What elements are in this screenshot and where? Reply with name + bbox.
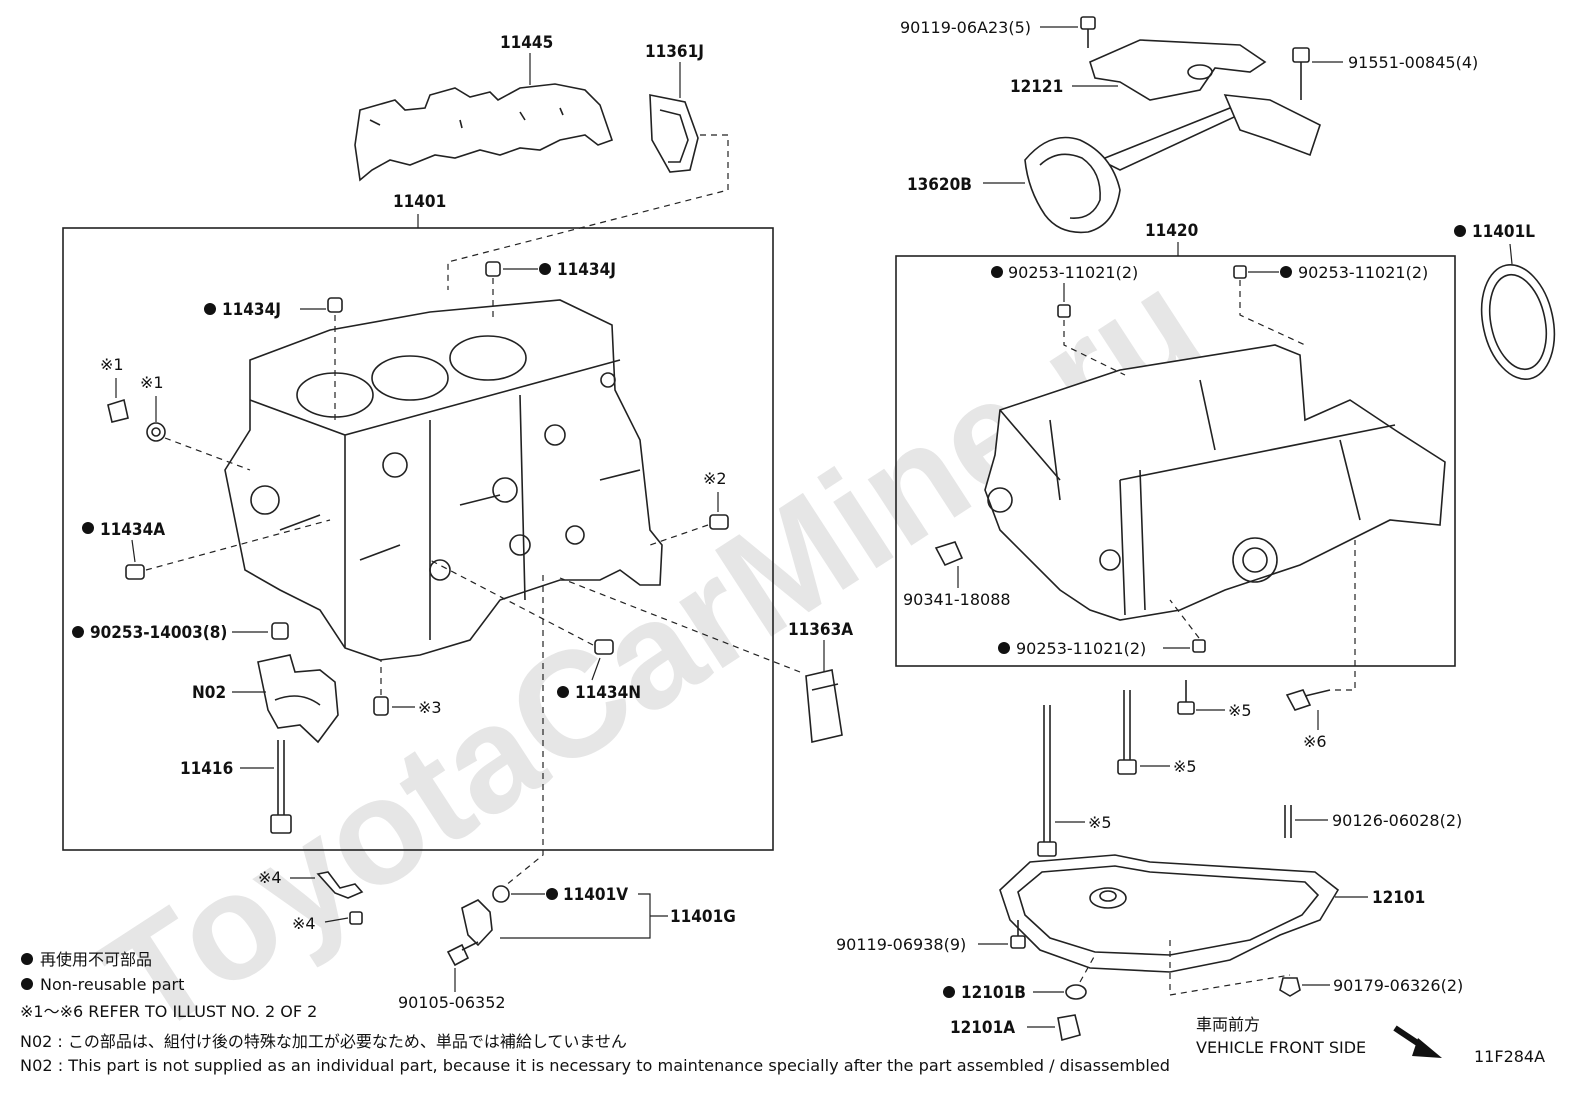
bolt-11416[interactable] xyxy=(270,740,292,834)
front-arrow-icon xyxy=(1393,1025,1442,1058)
label-ref5b: ※5 xyxy=(1173,757,1197,776)
pin-11434J-top[interactable] xyxy=(485,261,501,277)
oil-pan-12101[interactable] xyxy=(999,854,1340,973)
label-11363A: 11363A xyxy=(788,620,853,640)
plug-90341-18088[interactable] xyxy=(934,541,964,567)
bearing-cap-N02[interactable] xyxy=(257,654,339,744)
label-ref1b: ※1 xyxy=(140,373,164,392)
label-90126-06028: 90126-06028(2) xyxy=(1332,811,1462,830)
heat-insulator-11445[interactable] xyxy=(354,83,614,182)
label-11445: 11445 xyxy=(500,33,553,53)
label-ref2: ※2 xyxy=(703,469,727,488)
label-N02: N02 xyxy=(192,683,226,703)
vehicle-front-jp: 車両前方 xyxy=(1196,1015,1260,1034)
nut-90179-06326[interactable] xyxy=(1279,977,1301,997)
label-90105-06352: 90105-06352 xyxy=(398,993,506,1012)
label-ref6: ※6 xyxy=(1303,732,1327,751)
label-ref3: ※3 xyxy=(418,698,442,717)
note-n02-jp: N02 : この部品は、組付け後の特殊な加工が必要なため、単品では補給していませ… xyxy=(20,1032,627,1051)
label-11416: 11416 xyxy=(180,759,233,779)
stiffening-crankcase-group-box xyxy=(895,255,1456,667)
label-12101: 12101 xyxy=(1372,888,1425,908)
drain-plug-12101A[interactable] xyxy=(1057,1014,1081,1042)
label-11420: 11420 xyxy=(1145,221,1198,241)
pin-11434J-left[interactable] xyxy=(327,297,343,313)
label-11401: 11401 xyxy=(393,192,446,212)
legend-jp: 再使用不可部品 xyxy=(40,950,152,969)
label-11434J-left: 11434J xyxy=(222,300,281,320)
label-ref4a: ※4 xyxy=(258,868,282,887)
label-12121: 12121 xyxy=(1010,77,1063,97)
label-90253-11021-b: 90253-11021(2) xyxy=(1298,263,1428,282)
plug-ref1a[interactable] xyxy=(107,398,129,423)
label-11434J-top: 11434J xyxy=(557,260,616,280)
bolt-ref5a[interactable] xyxy=(1177,680,1195,715)
pin-ref3[interactable] xyxy=(373,696,389,716)
pin-90253-11021-c[interactable] xyxy=(1192,639,1206,653)
bolt-ref4b[interactable] xyxy=(349,911,363,925)
label-90179-06326: 90179-06326(2) xyxy=(1333,976,1463,995)
pin-11434A[interactable] xyxy=(125,564,145,580)
bolt-90119-06A23[interactable] xyxy=(1080,16,1096,48)
pin-90253-11021-a[interactable] xyxy=(1057,304,1071,318)
pin-ref2[interactable] xyxy=(709,514,729,530)
diagram-code: 11F284A xyxy=(1474,1047,1545,1066)
stud-90126-06028[interactable] xyxy=(1284,805,1292,838)
label-11361J: 11361J xyxy=(645,42,704,62)
label-90119-06938: 90119-06938(9) xyxy=(836,935,966,954)
label-91551-00845: 91551-00845(4) xyxy=(1348,53,1478,72)
oil-seal-11401L[interactable] xyxy=(1472,258,1565,386)
crankcase-11420[interactable] xyxy=(984,344,1446,621)
bracket-ref4a[interactable] xyxy=(316,871,364,899)
bolt-ref5b[interactable] xyxy=(1117,690,1137,775)
label-11401V: 11401V xyxy=(563,885,628,905)
pin-90253-11021-b[interactable] xyxy=(1233,265,1247,279)
oring-11401V[interactable] xyxy=(492,885,510,903)
legend-en: Non-reusable part xyxy=(40,975,184,994)
bolt-90105-06352[interactable] xyxy=(446,941,479,967)
label-11434A: 11434A xyxy=(100,520,165,540)
label-ref5a: ※5 xyxy=(1228,701,1252,720)
label-11434N: 11434N xyxy=(575,683,641,703)
legend-refer: ※1～※6 REFER TO ILLUST NO. 2 OF 2 xyxy=(20,1002,317,1021)
vehicle-front-en: VEHICLE FRONT SIDE xyxy=(1196,1038,1366,1057)
gasket-12101B[interactable] xyxy=(1065,984,1087,1000)
label-12101A: 12101A xyxy=(950,1018,1015,1038)
label-ref1a: ※1 xyxy=(100,355,124,374)
label-90253-11021-a: 90253-11021(2) xyxy=(1008,263,1138,282)
seal-ref1b[interactable] xyxy=(146,422,166,442)
sensor-11401G[interactable] xyxy=(461,899,493,947)
bolt-ref6[interactable] xyxy=(1285,689,1331,711)
label-11401L: 11401L xyxy=(1472,222,1535,242)
label-90119-06A23: 90119-06A23(5) xyxy=(900,18,1031,37)
gasket-11363A[interactable] xyxy=(805,669,843,743)
label-90341-18088: 90341-18088 xyxy=(903,590,1011,609)
label-12101B: 12101B xyxy=(961,983,1026,1003)
label-13620B: 13620B xyxy=(907,175,972,195)
bolt-90119-06938[interactable] xyxy=(1010,920,1026,949)
note-n02-en: N02 : This part is not supplied as an in… xyxy=(20,1056,1170,1075)
label-90253-14003: 90253-14003(8) xyxy=(90,623,227,643)
bolt-ref5c[interactable] xyxy=(1037,705,1057,857)
pin-11434N[interactable] xyxy=(594,639,614,655)
label-11401G: 11401G xyxy=(670,907,736,927)
cover-11361J[interactable] xyxy=(649,94,699,173)
baffle-plate-12121[interactable] xyxy=(1089,39,1267,101)
label-90253-11021-c: 90253-11021(2) xyxy=(1016,639,1146,658)
bolt-91551-00845[interactable] xyxy=(1292,47,1310,100)
balance-shaft-13620B[interactable] xyxy=(1024,94,1321,234)
label-ref4b: ※4 xyxy=(292,914,316,933)
plug-90253-14003[interactable] xyxy=(271,622,289,640)
label-ref5c: ※5 xyxy=(1088,813,1112,832)
